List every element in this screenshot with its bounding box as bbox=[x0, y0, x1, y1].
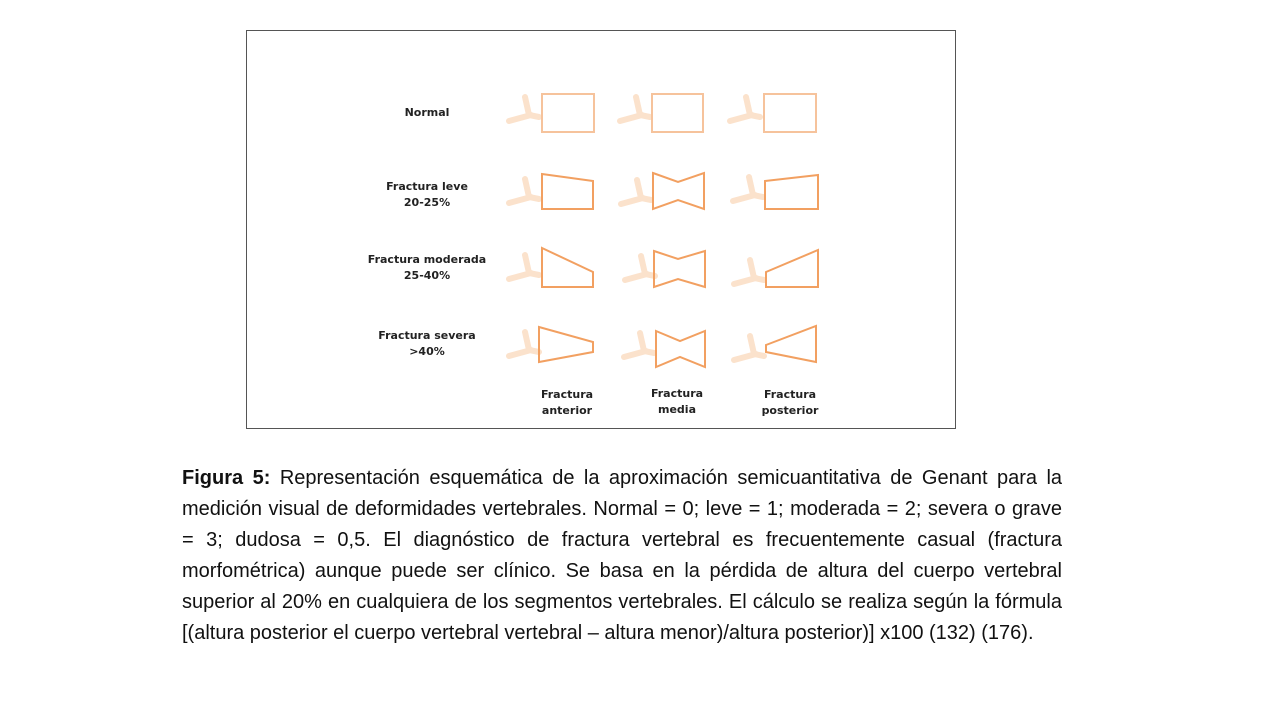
col-label-posterior: Fractura posterior bbox=[761, 388, 819, 417]
caption-label: Figura 5: bbox=[182, 467, 271, 489]
vertebra-diagram bbox=[506, 93, 819, 369]
vertebra-moderada-anterior bbox=[541, 246, 594, 288]
col-label-anterior: Fractura anterior bbox=[540, 388, 594, 417]
pedicle-moderada-media bbox=[622, 253, 658, 283]
row-label-moderada: Fractura moderada 25-40% bbox=[367, 253, 487, 282]
pedicle-severa-anterior bbox=[506, 329, 542, 359]
vertebra-leve-posterior bbox=[764, 173, 819, 210]
vertebra-normal-media bbox=[651, 93, 704, 133]
vertebra-leve-anterior bbox=[541, 172, 594, 210]
vertebra-moderada-posterior bbox=[765, 248, 819, 288]
pedicle-severa-media bbox=[621, 330, 657, 360]
pedicle-normal-media bbox=[617, 94, 653, 124]
vertebra-normal-posterior bbox=[763, 93, 817, 133]
vertebra-severa-media bbox=[655, 329, 706, 369]
row-label-severa: Fractura severa >40% bbox=[378, 329, 476, 358]
figure-caption: Figura 5: Representación esquemática de … bbox=[182, 463, 1062, 649]
vertebra-leve-media bbox=[652, 171, 705, 211]
pedicle-moderada-anterior bbox=[506, 252, 542, 282]
caption-text: Representación esquemática de la aproxim… bbox=[182, 467, 1063, 644]
pedicle-moderada-posterior bbox=[731, 257, 767, 287]
col-label-media: Fractura media bbox=[650, 387, 704, 416]
vertebra-severa-posterior bbox=[765, 324, 817, 364]
genant-figure: Normal Fractura leve 20-25% Fractura mod… bbox=[246, 30, 956, 429]
pedicle-leve-posterior bbox=[730, 174, 766, 204]
pedicle-leve-anterior bbox=[506, 176, 542, 206]
pedicle-leve-media bbox=[618, 177, 654, 207]
row-label-leve: Fractura leve 20-25% bbox=[386, 180, 468, 209]
pedicle-severa-posterior bbox=[731, 333, 767, 363]
pedicle-normal-anterior bbox=[506, 94, 542, 124]
vertebra-moderada-media bbox=[653, 249, 706, 289]
row-label-normal: Normal bbox=[404, 106, 450, 119]
pedicle-normal-posterior bbox=[727, 94, 763, 124]
vertebra-normal-anterior bbox=[541, 93, 595, 133]
vertebra-severa-anterior bbox=[538, 325, 594, 364]
